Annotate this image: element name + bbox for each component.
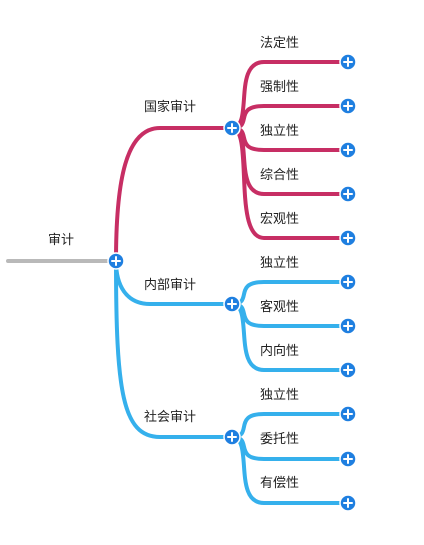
expand-toggle-button[interactable] [339, 361, 357, 379]
root-label: 审计 [48, 233, 75, 248]
expand-toggle-button[interactable] [339, 53, 357, 71]
branch-label-internal: 内部审计 [144, 278, 197, 293]
expand-toggle-button[interactable] [223, 295, 241, 313]
expand-toggle-button[interactable] [339, 450, 357, 468]
branch-connector-national [114, 126, 234, 263]
expand-toggle-button[interactable] [339, 97, 357, 115]
branch-label-social: 社会审计 [144, 410, 197, 425]
leaf-label: 内向性 [260, 344, 300, 359]
leaf-label: 独立性 [260, 256, 300, 271]
leaf-label: 委托性 [260, 432, 300, 447]
leaf-label: 法定性 [260, 36, 300, 51]
branch-connector-social [114, 259, 234, 439]
leaf-label: 宏观性 [260, 212, 300, 227]
branch-label-national: 国家审计 [144, 100, 197, 115]
expand-toggle-button[interactable] [107, 252, 125, 270]
expand-toggle-button[interactable] [223, 428, 241, 446]
expand-toggle-button[interactable] [339, 405, 357, 423]
expand-toggle-button[interactable] [339, 494, 357, 512]
leaf-label: 客观性 [260, 300, 300, 315]
expand-toggle-button[interactable] [223, 119, 241, 137]
leaf-label: 强制性 [260, 80, 300, 95]
leaf-label: 综合性 [260, 168, 300, 183]
expand-toggle-button[interactable] [339, 273, 357, 291]
expand-toggle-button[interactable] [339, 317, 357, 335]
leaf-label: 独立性 [260, 124, 300, 139]
leaf-label: 有偿性 [260, 476, 300, 491]
expand-toggle-button[interactable] [339, 229, 357, 247]
expand-toggle-button[interactable] [339, 141, 357, 159]
expand-toggle-button[interactable] [339, 185, 357, 203]
leaf-label: 独立性 [260, 388, 300, 403]
